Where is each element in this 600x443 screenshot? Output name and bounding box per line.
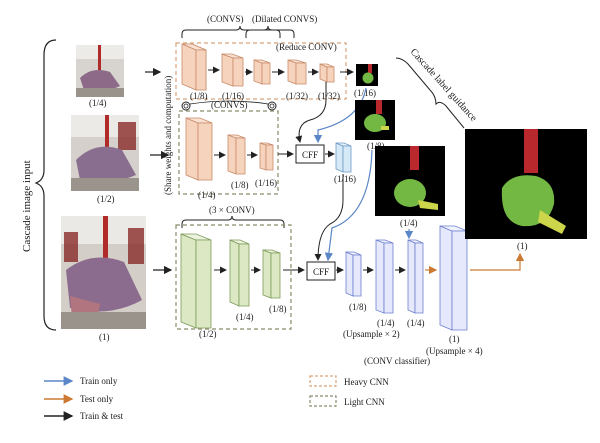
input-image-full (61, 216, 146, 329)
scale-m1: (1/4) (198, 190, 216, 200)
legend-test-only: Test only (80, 394, 114, 404)
light-cnn-box-mid (178, 110, 279, 195)
cff-a-output-block (335, 142, 352, 173)
cff-a-label: CFF (302, 150, 318, 160)
arrow-cff-a-to-cff-b (314, 174, 344, 261)
input-image-half (71, 115, 139, 191)
scale-l3: (1/8) (269, 304, 287, 314)
reduce-conv-label: (Reduce CONV) (276, 42, 337, 52)
mask-eighth (355, 100, 395, 140)
cff-b-label: CFF (313, 267, 329, 277)
cascade-input-label: Cascade image input (21, 160, 33, 252)
legend-light-cnn: Light CNN (344, 397, 385, 407)
cff-block-a (295, 144, 325, 164)
scale-u4: (1) (449, 334, 460, 344)
input-brace (34, 39, 57, 331)
arrow-output (470, 252, 525, 271)
up-block-1 (345, 251, 362, 297)
three-conv-label: (3 × CONV) (209, 205, 255, 215)
heavy-block-3 (253, 59, 271, 85)
scale-mask-c: (1/4) (400, 218, 418, 228)
scale-h4: (1/32) (318, 91, 340, 101)
guidance-brace (395, 57, 465, 129)
heavy-block-4 (287, 59, 307, 85)
mask-final (465, 129, 587, 239)
share-weights-label: (Share weights and computation) (163, 76, 173, 195)
legend-heavy-icon (309, 375, 337, 387)
legend-heavy-cnn: Heavy CNN (344, 377, 389, 387)
light-block-3 (262, 249, 281, 299)
scale-h3: (1/32) (286, 91, 308, 101)
input-image-quarter (76, 45, 124, 97)
scale-u3: (1/4) (407, 318, 425, 328)
three-conv-brace (181, 215, 285, 228)
up-block-4 (439, 225, 468, 331)
scale-img-full: (1) (99, 332, 110, 342)
light-block-2 (229, 239, 250, 307)
chain-link-icon (181, 100, 277, 111)
mid-block-1 (185, 117, 213, 181)
scale-h2: (1/16) (222, 91, 244, 101)
scale-u2: (1/4) (377, 318, 395, 328)
mask-quarter (375, 146, 445, 216)
scale-h1: (1/8) (190, 91, 208, 101)
mid-block-2 (227, 134, 246, 175)
arrow-heavy-to-cff (295, 82, 327, 143)
heavy-block-2 (221, 53, 244, 87)
scale-u1: (1/8) (349, 302, 367, 312)
scale-img-quarter: (1/4) (89, 98, 107, 108)
cff-block-b (306, 261, 336, 281)
convs-brace-top (181, 25, 281, 38)
heavy-block-1 (181, 43, 207, 91)
mid-block-3 (259, 142, 274, 171)
legend: Train only Test only Train & test Heavy … (44, 375, 389, 421)
cascade-guidance-label: Cascade label guidance (408, 47, 479, 125)
scale-m2: (1/8) (231, 180, 249, 190)
up-block-3 (407, 239, 424, 314)
conv-classifier-label: (CONV classifier) (364, 356, 430, 366)
scale-l1: (1/2) (199, 329, 217, 339)
scale-mask-final: (1) (517, 241, 528, 251)
convs-top-label: (CONVS) (207, 14, 244, 24)
heavy-cnn-box (175, 42, 347, 100)
scale-cff-a-out: (1/16) (334, 174, 356, 184)
upsample2-label: (Upsample × 2) (343, 329, 400, 339)
upsample4-label: (Upsample × 4) (426, 346, 483, 356)
light-cnn-box-bottom (175, 224, 292, 330)
legend-light-icon (309, 395, 337, 407)
legend-train-only: Train only (80, 376, 118, 386)
dilated-brace (245, 25, 295, 38)
scale-img-half: (1/2) (97, 194, 115, 204)
scale-l2: (1/4) (236, 312, 254, 322)
legend-train-test: Train & test (80, 411, 124, 421)
heavy-block-5 (319, 63, 335, 83)
scale-m3: (1/16) (255, 178, 277, 188)
mask-sixteenth (356, 64, 378, 86)
dilated-convs-label: (Dilated CONVS) (252, 14, 317, 24)
convs-mid-label: (CONVS) (211, 100, 248, 110)
arrow-mask-to-cff-b (324, 149, 373, 262)
arrow-mask-to-cff-a (313, 87, 367, 144)
light-block-1 (180, 233, 212, 329)
up-block-2 (375, 239, 394, 314)
